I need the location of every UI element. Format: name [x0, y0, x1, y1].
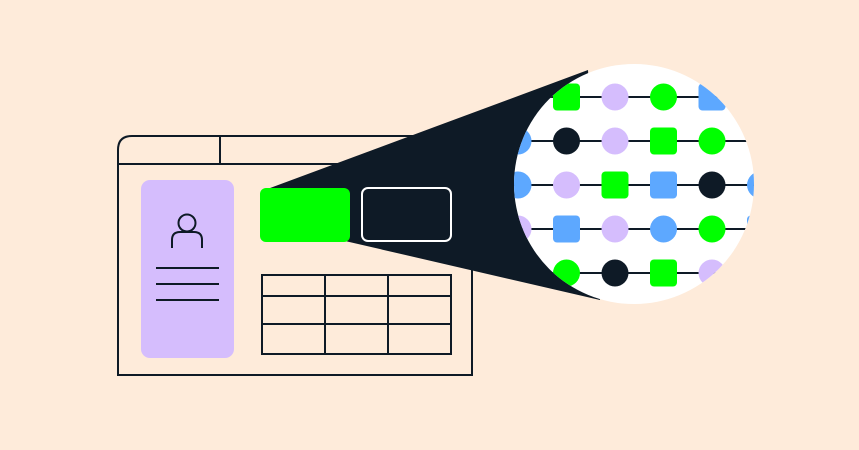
green-square-node — [553, 83, 580, 111]
magnifier-beam — [262, 70, 600, 300]
purple-dot-node — [601, 127, 629, 155]
lens-data-grid — [514, 83, 754, 287]
blue-dot-node — [514, 171, 532, 199]
user-icon — [171, 213, 203, 248]
navy-dot-node — [553, 127, 580, 155]
navy-dot-node — [698, 171, 726, 199]
purple-dot-node — [553, 171, 580, 199]
blue-dot-node — [650, 215, 677, 243]
navy-dot-node — [601, 259, 629, 287]
purple-dot-node — [601, 83, 629, 111]
app-window — [117, 135, 473, 376]
green-square-node — [601, 171, 629, 199]
primary-button[interactable] — [260, 188, 350, 242]
green-square-node — [650, 259, 677, 287]
green-dot-node — [698, 215, 726, 243]
data-table — [261, 274, 452, 355]
green-dot-node — [650, 83, 677, 111]
secondary-button[interactable] — [361, 187, 452, 242]
blue-square-node — [650, 171, 677, 199]
green-square-node — [650, 127, 677, 155]
purple-dot-node — [601, 215, 629, 243]
green-dot-node — [698, 127, 726, 155]
blue-square-node — [553, 215, 580, 243]
table-frame — [261, 274, 452, 355]
